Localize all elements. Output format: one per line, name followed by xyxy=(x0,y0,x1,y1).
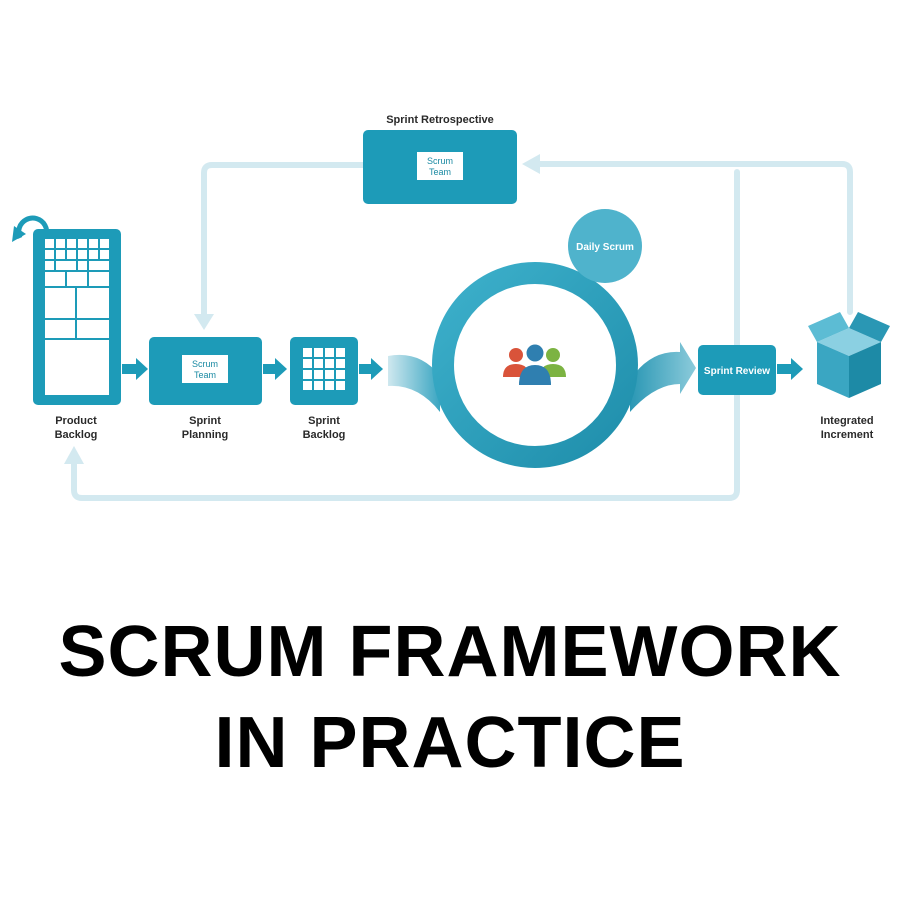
review-to-backlog-line xyxy=(71,459,740,501)
scrum-team-text-planning-2: Team xyxy=(194,370,216,380)
refresh-arrowhead xyxy=(12,226,26,242)
sprint-planning-label-2: Planning xyxy=(182,429,228,441)
product-backlog-grid xyxy=(45,239,109,395)
sprint-retrospective-label: Sprint Retrospective xyxy=(386,114,494,126)
scrum-team-card-planning xyxy=(182,355,228,383)
page-title-line-1: SCRUM FRAMEWORK xyxy=(58,612,842,692)
scrum-diagram: Sprint Retrospective Scrum Team Product … xyxy=(12,114,890,501)
scrum-team-text-retro-2: Team xyxy=(429,167,451,177)
integrated-increment: Integrated Increment xyxy=(808,312,890,441)
sprint-backlog-label-2: Backlog xyxy=(303,429,346,441)
planning-arrowhead xyxy=(194,314,214,330)
product-backlog-label-2: Backlog xyxy=(55,429,98,441)
retro-arrowhead xyxy=(522,154,540,174)
open-box-icon xyxy=(808,312,890,398)
sprint-backlog-label-1: Sprint xyxy=(308,415,340,427)
scrum-team-text-planning-1: Scrum xyxy=(192,359,218,369)
arrow-planning-to-sprint-backlog xyxy=(263,358,287,380)
scrum-team-text-retro-1: Scrum xyxy=(427,156,453,166)
team-people-icon xyxy=(503,344,566,385)
sprint-planning: Scrum Team Sprint Planning xyxy=(149,337,262,441)
page-title-line-2: IN PRACTICE xyxy=(214,703,686,783)
retro-to-planning-line xyxy=(201,162,367,321)
sprint-review-box xyxy=(698,345,776,395)
sprint-backlog-box xyxy=(290,337,358,405)
sprint-cycle xyxy=(432,262,638,468)
sprint-backlog-grid xyxy=(303,348,345,390)
scrum-team-card-retro xyxy=(417,152,463,180)
sprint-planning-label-1: Sprint xyxy=(189,415,221,427)
sprint-review-label: Sprint Review xyxy=(704,366,770,377)
product-backlog-label-1: Product xyxy=(55,415,97,427)
daily-scrum: Daily Scrum xyxy=(568,209,642,283)
arrow-backlog-to-planning xyxy=(122,358,148,380)
integrated-increment-label-1: Integrated xyxy=(820,415,873,427)
sprint-flow-out xyxy=(630,342,696,412)
backlog-arrowhead xyxy=(64,446,84,464)
feedback-loops xyxy=(71,161,853,501)
sprint-review: Sprint Review xyxy=(698,345,776,395)
product-backlog: Product Backlog xyxy=(12,215,121,441)
integrated-increment-label-2: Increment xyxy=(821,429,874,441)
sprint-ring xyxy=(432,262,638,468)
arrow-sprint-backlog-out xyxy=(359,358,383,380)
sprint-retrospective: Sprint Retrospective Scrum Team xyxy=(363,114,517,204)
daily-scrum-label: Daily Scrum xyxy=(576,242,634,253)
daily-scrum-circle xyxy=(568,209,642,283)
sprint-backlog: Sprint Backlog xyxy=(290,337,358,441)
sprint-flow-in xyxy=(388,354,440,412)
arrow-review-to-increment xyxy=(777,358,803,380)
increment-to-retro-line xyxy=(535,161,853,315)
